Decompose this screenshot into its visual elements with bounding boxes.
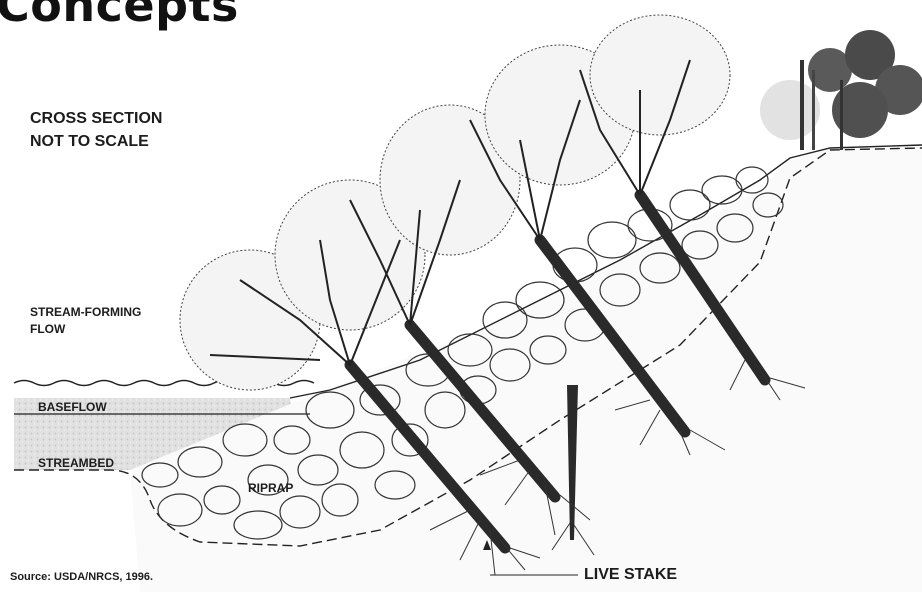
live-stake-label: LIVE STAKE	[584, 566, 677, 584]
background-vegetation	[760, 30, 922, 150]
stream-forming-flow-label-line2: FLOW	[30, 322, 65, 336]
page-title: Concepts	[0, 0, 239, 32]
stream-forming-flow-label-line1: STREAM-FORMING	[30, 305, 141, 319]
source-citation: Source: USDA/NRCS, 1996.	[10, 571, 153, 583]
cross-section-label-line2: NOT TO SCALE	[30, 133, 149, 151]
streambed-label: STREAMBED	[38, 456, 114, 470]
baseflow-label: BASEFLOW	[38, 400, 107, 414]
riprap-label: RIPRAP	[248, 481, 293, 495]
cross-section-label-line1: CROSS SECTION	[30, 110, 162, 128]
